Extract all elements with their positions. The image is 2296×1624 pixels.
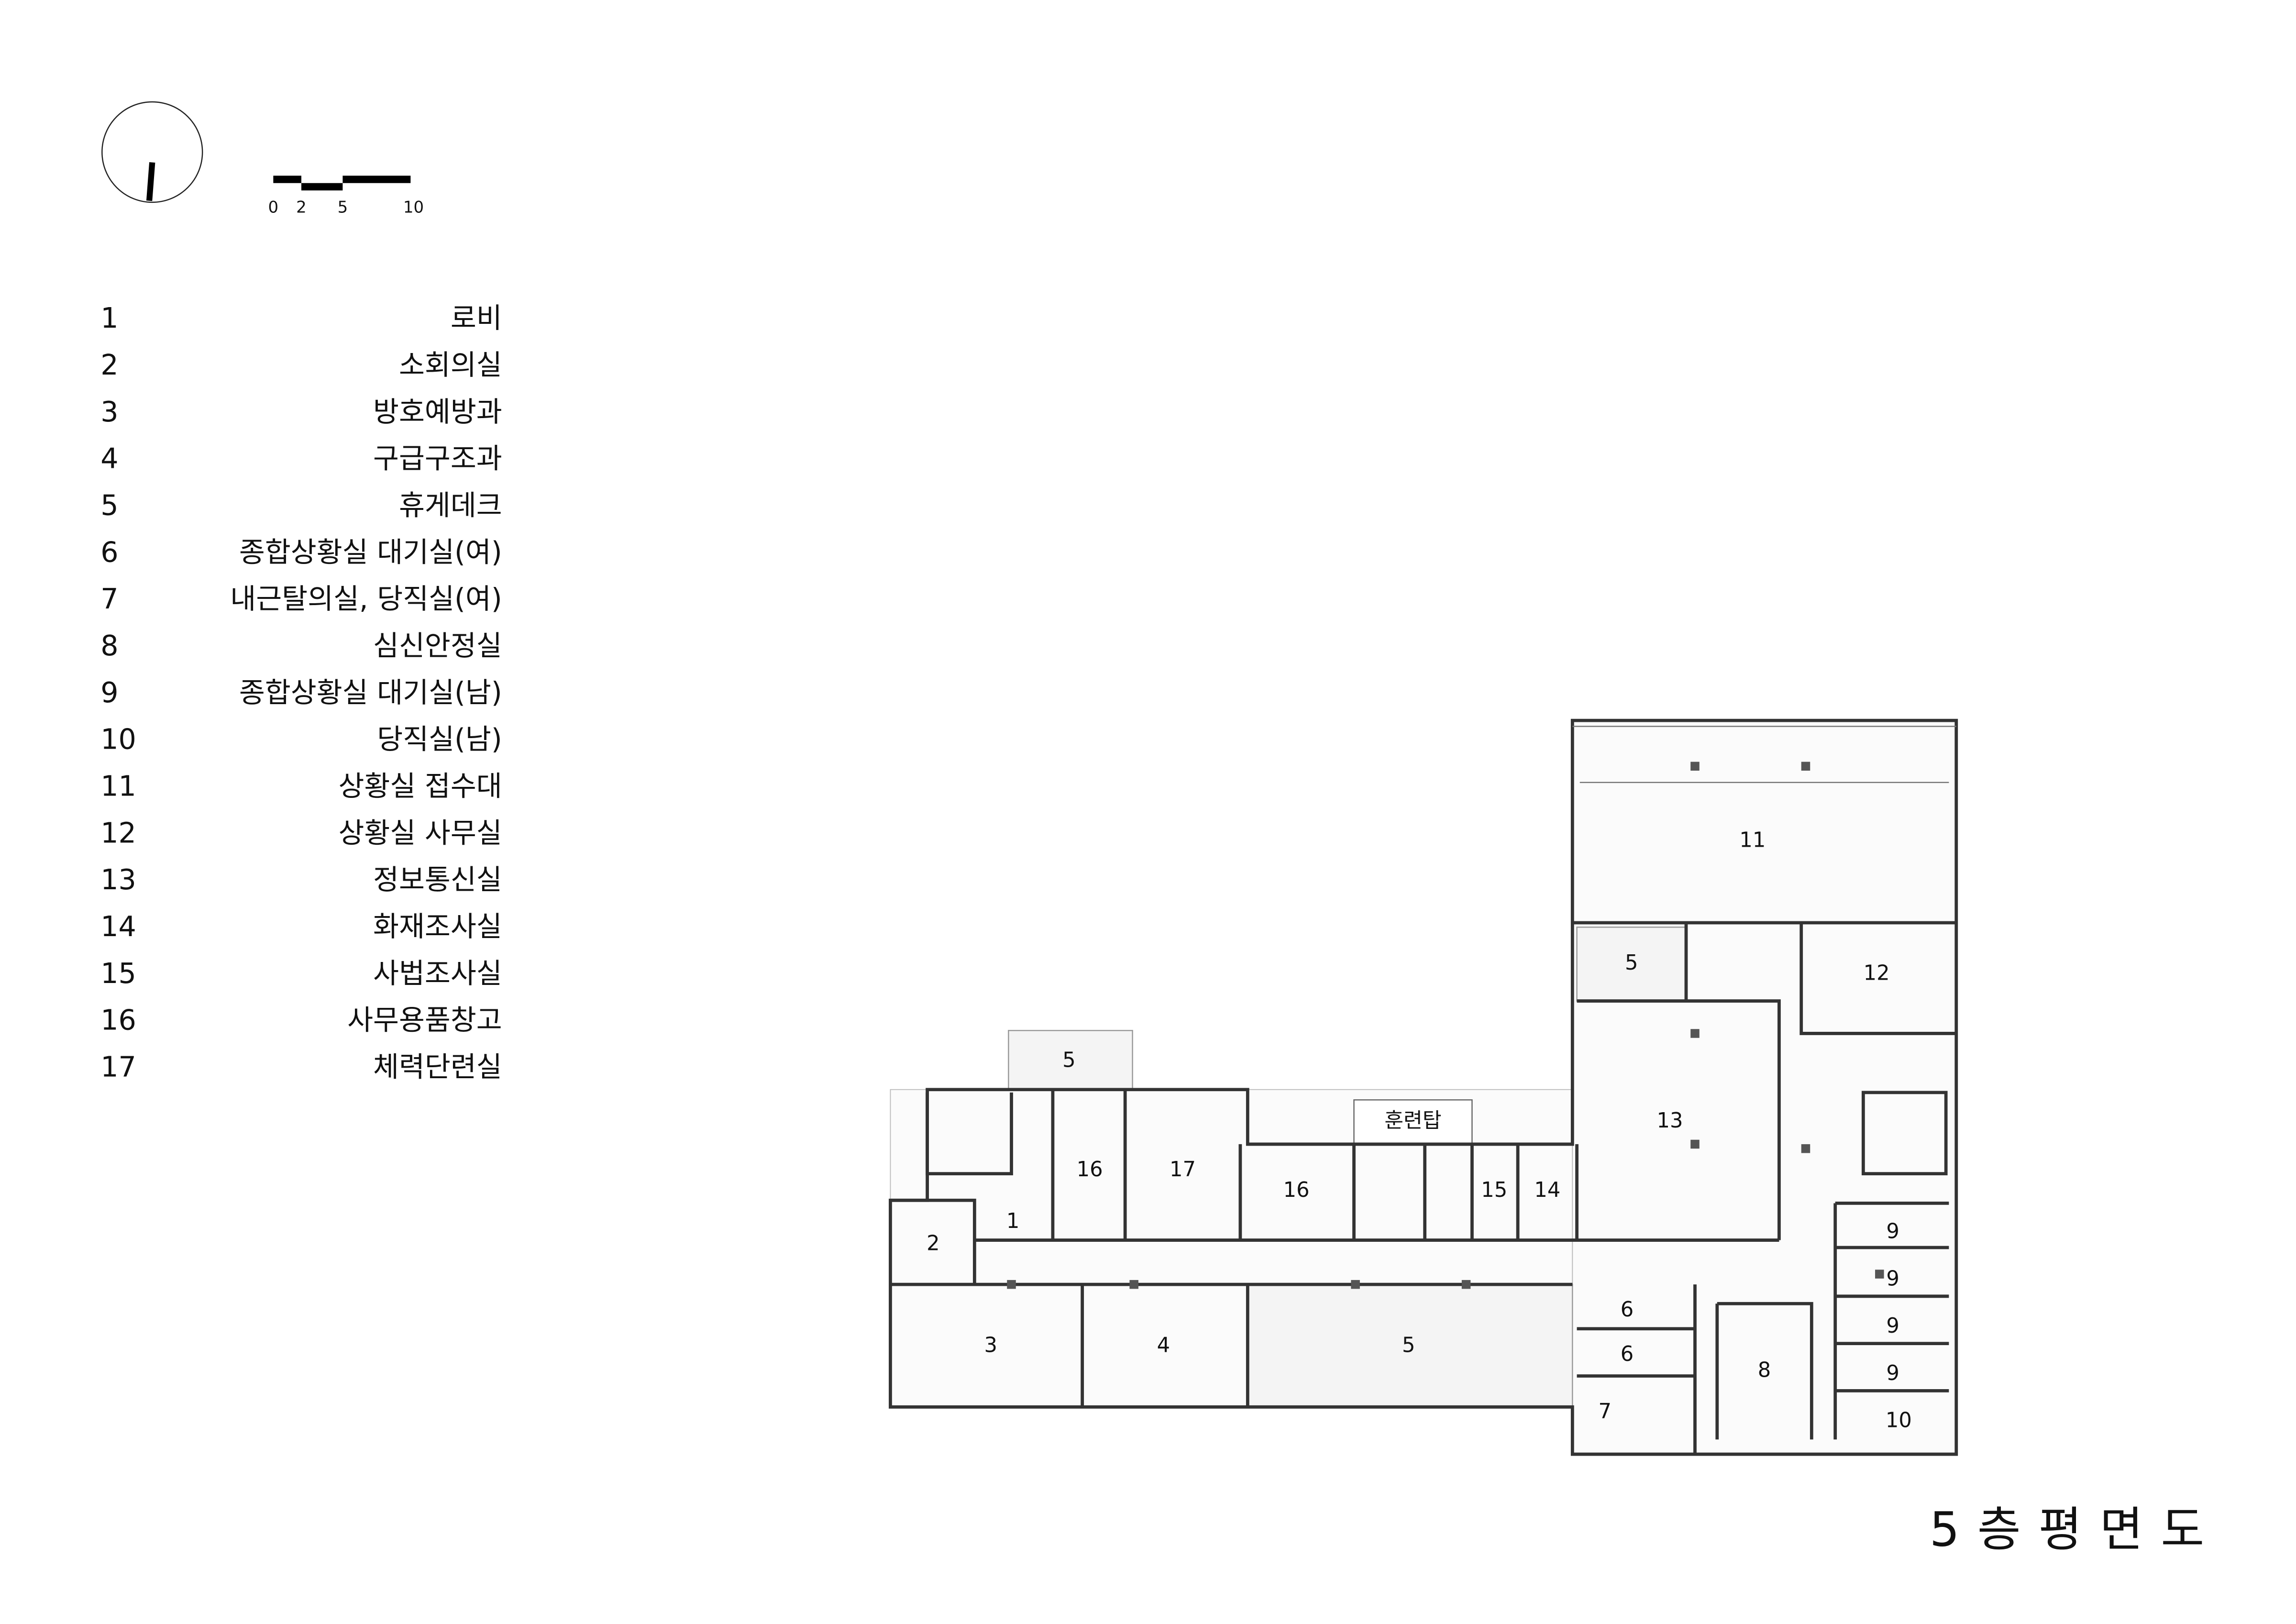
room-label: 2	[927, 1231, 939, 1255]
legend-number: 1	[100, 302, 118, 334]
north-arrow-icon	[101, 101, 203, 203]
legend-room-name: 종합상황실 대기실(여)	[239, 536, 502, 568]
scale-bar: 0 2 5 10	[268, 176, 424, 217]
legend-room-name: 당직실(남)	[377, 723, 502, 756]
legend-number: 13	[100, 863, 136, 896]
scale-label: 10	[403, 198, 424, 217]
legend-number: 6	[100, 536, 118, 568]
legend-number: 14	[100, 910, 136, 943]
room-label: 7	[1598, 1400, 1611, 1424]
legend-number: 8	[100, 630, 118, 662]
room-label: 14	[1534, 1178, 1560, 1202]
legend-room-name: 소회의실	[399, 349, 502, 381]
legend-number: 16	[100, 1004, 136, 1037]
room-label: 9	[1886, 1267, 1899, 1291]
room-label: 5	[1062, 1049, 1075, 1072]
legend-number: 7	[100, 583, 118, 615]
legend-number: 5	[100, 489, 118, 522]
room-label: 16	[1283, 1178, 1310, 1202]
room-label: 5	[1625, 951, 1638, 975]
legend-room-name: 로비	[451, 302, 502, 334]
legend-number: 9	[100, 676, 118, 709]
legend-room-name: 상황실 사무실	[338, 817, 502, 849]
legend-number: 12	[100, 817, 136, 849]
room-label: 9	[1886, 1361, 1899, 1385]
room-label: 16	[1077, 1158, 1103, 1182]
room-label: 4	[1157, 1333, 1170, 1357]
legend-room-name: 방호예방과	[373, 396, 502, 428]
scale-label: 0	[268, 198, 279, 217]
room-legend: 1 로비 2 소회의실 3 방호예방과 4 구급구조과 5 휴게데크 6 종합상황실 대기실(여) 7 내…	[100, 302, 502, 1083]
room-label: 15	[1481, 1178, 1507, 1202]
room-label: 9	[1886, 1220, 1899, 1244]
legend-number: 15	[100, 957, 136, 990]
training-tower-label: 훈련탑	[1384, 1109, 1441, 1133]
legend-room-name: 사법조사실	[373, 957, 502, 990]
legend-room-name: 심신안정실	[373, 630, 502, 662]
room-label: 17	[1170, 1158, 1196, 1182]
room-label: 9	[1886, 1314, 1899, 1338]
deck-north	[1008, 1030, 1133, 1090]
scale-label: 5	[338, 198, 348, 217]
legend-number: 11	[100, 770, 136, 803]
legend-number: 4	[100, 442, 118, 475]
legend-room-name: 휴게데크	[399, 489, 502, 522]
scale-label: 2	[296, 198, 307, 217]
legend-room-name: 상황실 접수대	[338, 770, 502, 803]
room-label: 3	[984, 1333, 997, 1357]
room-label: 6	[1621, 1298, 1634, 1322]
room-label: 6	[1621, 1342, 1634, 1366]
legend-room-name: 정보통신실	[373, 863, 502, 896]
legend-room-name: 내근탈의실, 당직실(여)	[230, 583, 502, 615]
legend-number: 10	[100, 723, 136, 756]
room-label: 13	[1657, 1109, 1683, 1133]
room-label: 12	[1864, 961, 1890, 985]
legend-number: 17	[100, 1051, 136, 1083]
room-label: 11	[1739, 829, 1766, 852]
legend-number: 3	[100, 396, 118, 428]
room-label: 1	[1006, 1209, 1019, 1233]
training-tower	[1353, 1099, 1473, 1145]
drawing-title: 5층평면도	[1930, 1502, 2222, 1557]
legend-room-name: 체력단련실	[373, 1051, 502, 1083]
room-label: 8	[1758, 1359, 1771, 1382]
legend-room-name: 사무용품창고	[347, 1004, 502, 1037]
room-label: 10	[1886, 1409, 1912, 1433]
legend-number: 2	[100, 349, 118, 381]
legend-room-name: 화재조사실	[373, 910, 502, 943]
legend-room-name: 종합상황실 대기실(남)	[239, 676, 502, 709]
room-label: 5	[1402, 1333, 1415, 1357]
legend-room-name: 구급구조과	[373, 442, 502, 475]
